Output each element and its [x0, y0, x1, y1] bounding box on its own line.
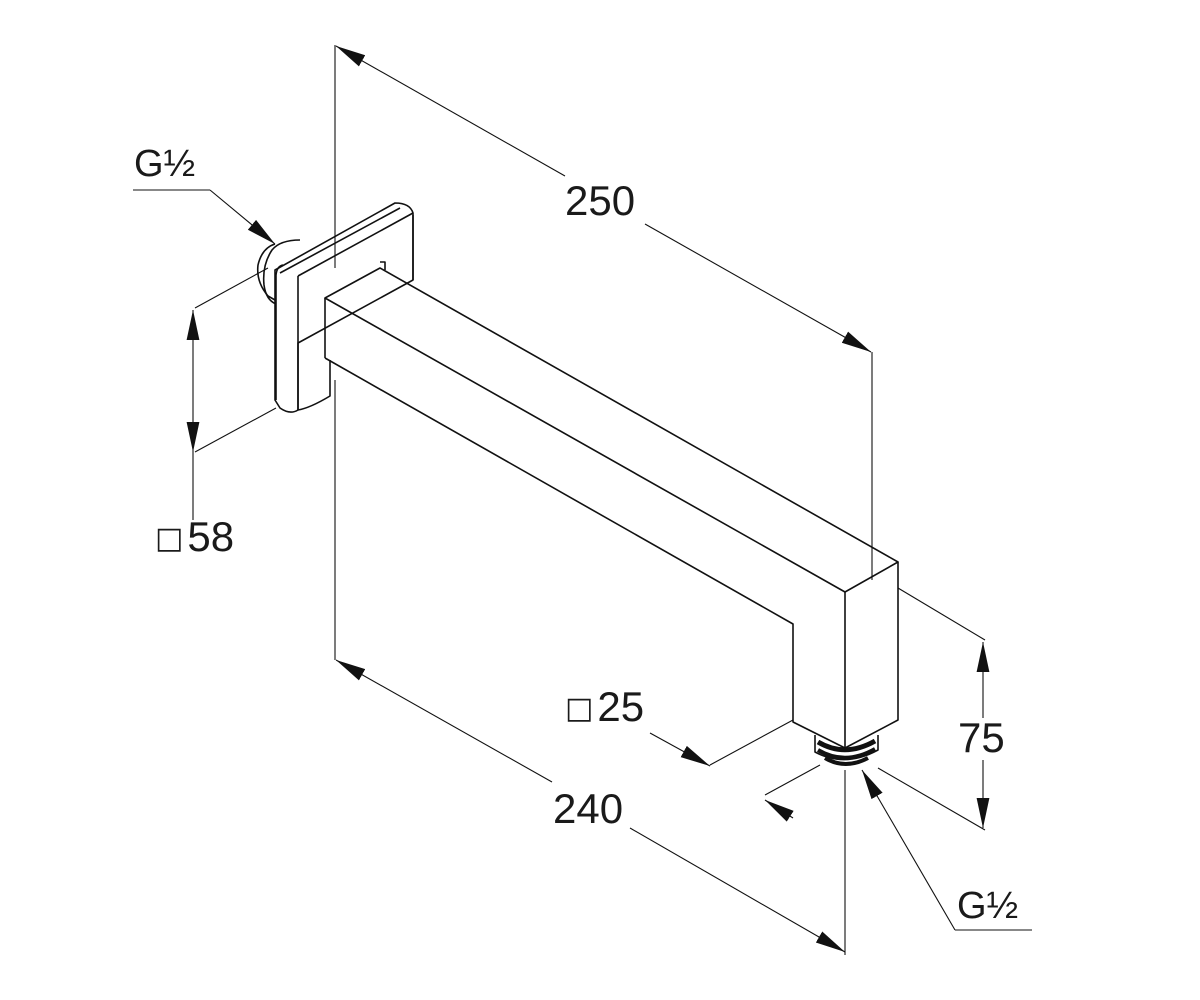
square-symbol: □	[155, 521, 184, 556]
dim-250-line-a	[335, 45, 566, 177]
leader-inlet-arrow	[209, 189, 276, 245]
wall-plate	[274, 202, 414, 413]
leader-outlet-arrow	[861, 769, 956, 931]
dim-25-line-b	[764, 799, 794, 822]
extension-line-75-bottom	[877, 767, 986, 831]
extension-line-25-b	[764, 764, 821, 796]
square-symbol: □	[565, 691, 594, 726]
thread-label-outlet: G½	[957, 885, 1019, 927]
dimension-label-250: 250	[565, 177, 636, 224]
shower-arm	[324, 261, 899, 749]
fixture-outline	[256, 202, 899, 766]
dimension-lines	[133, 45, 1032, 955]
extension-line-58-top	[194, 267, 269, 309]
dimension-label-240: 240	[553, 785, 624, 832]
thread-label-inlet: G½	[134, 143, 196, 185]
arm-section-value: 25	[597, 683, 645, 730]
dim-240-line-b	[629, 827, 846, 953]
outlet-thread	[814, 735, 879, 766]
dim-240-line-a	[335, 659, 553, 783]
extension-line-25-a	[709, 719, 794, 766]
dim-25-line-a	[649, 732, 711, 767]
extension-line-58-bottom	[194, 407, 277, 453]
dimension-label-arm-section: □25	[565, 686, 644, 728]
dim-250-line-b	[644, 223, 872, 353]
dimension-label-plate-size: □58	[155, 516, 234, 558]
dimension-label-75: 75	[958, 714, 1005, 761]
plate-size-value: 58	[187, 513, 235, 560]
inlet-nipple	[256, 239, 301, 305]
extension-line-75-top	[897, 587, 986, 641]
